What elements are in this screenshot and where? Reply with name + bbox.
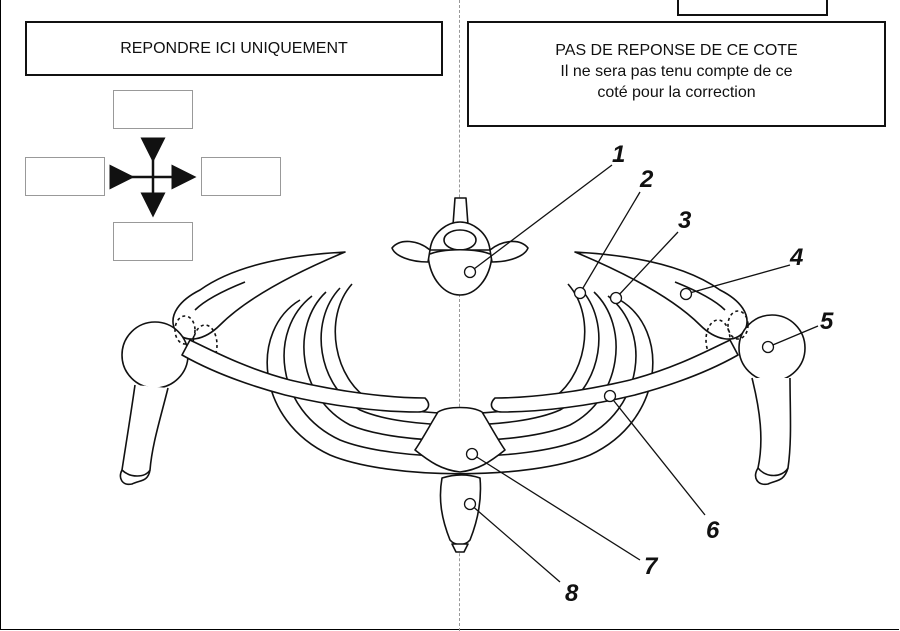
- vertebral-foramen: [443, 229, 477, 251]
- right-scapula: [574, 251, 748, 340]
- right-transverse-process: [489, 240, 529, 263]
- left-clavicle: [181, 339, 430, 413]
- marker-dot-6: [603, 389, 617, 403]
- answer-box-top[interactable]: [113, 90, 193, 129]
- callout-number-7: 7: [644, 553, 658, 580]
- marker-dot-2: [573, 286, 587, 300]
- no-answer-line-1: PAS DE REPONSE DE CE COTE: [555, 42, 798, 59]
- answer-box-left[interactable]: [25, 157, 105, 196]
- vertebra-body: [427, 249, 493, 296]
- no-answer-box: PAS DE REPONSE DE CE COTE Il ne sera pas…: [467, 21, 886, 127]
- marker-dot-8: [463, 497, 477, 511]
- no-answer-line-2: Il ne sera pas tenu compte de ce: [560, 63, 793, 80]
- answer-here-text: REPONDRE ICI UNIQUEMENT: [120, 40, 348, 57]
- callout-number-2: 2: [640, 166, 654, 193]
- callout-number-6: 6: [706, 517, 720, 544]
- no-answer-line-3: coté pour la correction: [597, 84, 756, 101]
- right-clavicle: [490, 339, 739, 413]
- marker-dot-5: [761, 340, 775, 354]
- callout-number-8: 8: [565, 580, 579, 607]
- marker-dot-3: [609, 291, 623, 305]
- marker-dot-7: [465, 447, 479, 461]
- left-transverse-process: [391, 240, 431, 263]
- vertebra-spinous: [452, 197, 469, 226]
- answer-box-right[interactable]: [201, 157, 281, 196]
- sternum-body: [439, 474, 482, 546]
- callout-number-5: 5: [820, 308, 834, 335]
- sternum-manubrium: [414, 406, 506, 473]
- marker-dot-4: [679, 287, 693, 301]
- right-humerus: [751, 377, 792, 477]
- callout-number-3: 3: [678, 207, 692, 234]
- header-tab: [677, 0, 828, 16]
- answer-here-box: REPONDRE ICI UNIQUEMENT: [25, 21, 443, 76]
- left-humeral-head: [121, 321, 189, 389]
- marker-dot-1: [463, 265, 477, 279]
- left-humerus: [121, 384, 169, 477]
- callout-number-1: 1: [612, 141, 626, 168]
- answer-box-bottom[interactable]: [113, 222, 193, 261]
- xiphoid: [451, 543, 469, 553]
- left-scapula: [172, 251, 346, 340]
- callout-number-4: 4: [790, 244, 804, 271]
- center-divider: [459, 0, 460, 631]
- four-way-arrow-icon: [109, 137, 197, 218]
